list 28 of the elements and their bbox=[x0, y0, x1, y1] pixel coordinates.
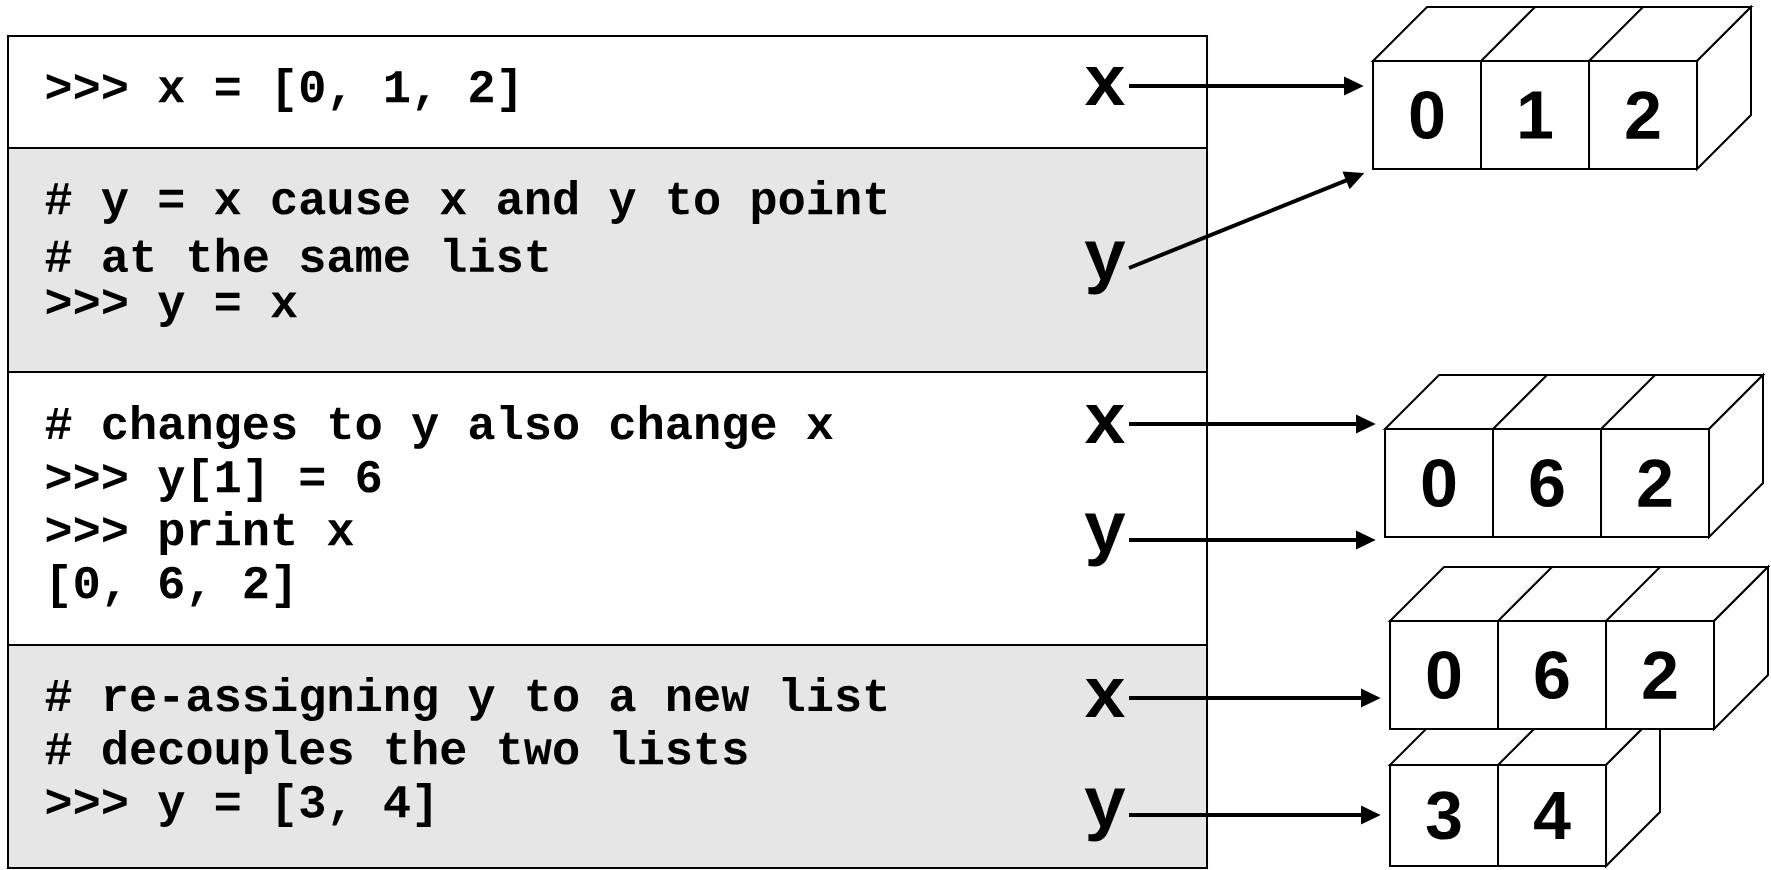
array-cell: 2 bbox=[1605, 620, 1715, 730]
array-cell: 3 bbox=[1389, 764, 1499, 867]
code-line: # at the same list bbox=[45, 237, 548, 273]
array-cell: 6 bbox=[1492, 428, 1602, 538]
code-line: >>> y = [3, 4] bbox=[46, 783, 431, 827]
variable-name: y bbox=[1084, 788, 1126, 842]
array-cell: 2 bbox=[1600, 428, 1710, 538]
variable-name: y bbox=[1084, 513, 1126, 567]
code-line: >>> y = x bbox=[46, 289, 298, 327]
code-line: [0, 6, 2] bbox=[52, 564, 290, 608]
code-line: >>> print x bbox=[46, 511, 354, 555]
variable-name: x bbox=[1085, 405, 1125, 443]
array-cell: 0 bbox=[1389, 620, 1499, 730]
array-cell: 2 bbox=[1588, 60, 1698, 170]
array-cell: 0 bbox=[1384, 428, 1494, 538]
array-cell: 1 bbox=[1480, 60, 1590, 170]
variable-name: x bbox=[1085, 679, 1125, 717]
code-line: # y = x cause x and y to point bbox=[45, 180, 886, 224]
code-line: # decouples the two lists bbox=[45, 730, 747, 774]
array-cell: 4 bbox=[1497, 764, 1607, 867]
code-line: >>> x = [0, 1, 2] bbox=[46, 68, 516, 112]
variable-name: x bbox=[1085, 67, 1125, 105]
code-line: # re-assigning y to a new list bbox=[45, 677, 886, 721]
array-cell: 6 bbox=[1497, 620, 1607, 730]
array-cell: 0 bbox=[1372, 60, 1482, 170]
code-line: >>> y[1] = 6 bbox=[46, 458, 381, 502]
code-line: # changes to y also change x bbox=[45, 405, 833, 449]
variable-name: y bbox=[1084, 241, 1126, 295]
